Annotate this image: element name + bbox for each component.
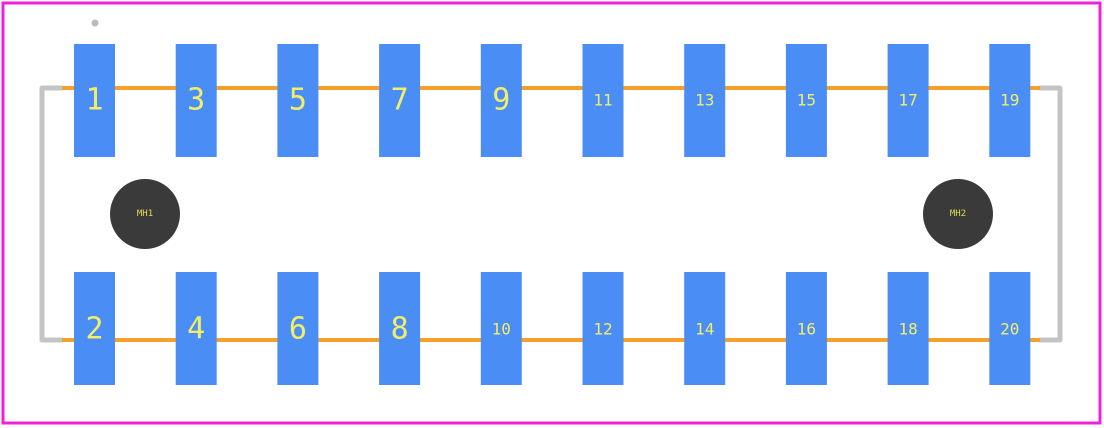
bottom-pad-20: [989, 272, 1031, 385]
bottom-pad-label-18: 18: [898, 320, 917, 339]
mounting-hole-mh1: [110, 179, 180, 249]
top-pad-label-15: 15: [797, 91, 816, 110]
bottom-pad-label-10: 10: [492, 320, 511, 339]
bottom-pad-12: [582, 272, 624, 385]
top-pad-label-13: 13: [695, 91, 714, 110]
bottom-pad-6: [277, 272, 319, 385]
mounting-hole-label-mh2: MH2: [950, 209, 966, 219]
top-pad-label-5: 5: [289, 83, 307, 118]
top-pad-1: [74, 44, 115, 157]
bottom-pad-16: [785, 272, 827, 385]
bottom-pad-label-8: 8: [391, 312, 409, 347]
top-pad-label-17: 17: [898, 91, 917, 110]
top-pad-label-7: 7: [391, 83, 409, 118]
bottom-pad-label-14: 14: [695, 320, 714, 339]
bottom-pad-14: [684, 272, 726, 385]
top-pad-9: [480, 44, 522, 157]
top-pad-label-9: 9: [492, 83, 510, 118]
top-pad-19: [989, 44, 1031, 157]
mounting-holes: MH1 MH2: [110, 179, 993, 249]
bottom-pad-4: [175, 272, 217, 385]
pin1-marker-icon: [91, 19, 99, 27]
mounting-hole-mh2: [923, 179, 993, 249]
bottom-row-pads: 2 4 6 8 10 12 14 16 18 20: [74, 272, 1031, 385]
bottom-pad-label-4: 4: [187, 312, 205, 347]
bottom-pad-8: [379, 272, 421, 385]
bottom-pad-label-12: 12: [593, 320, 612, 339]
body-outline-left: [39, 85, 65, 343]
bottom-pad-label-6: 6: [289, 312, 307, 347]
bottom-pad-label-20: 20: [1000, 320, 1019, 339]
top-pad-7: [379, 44, 421, 157]
top-pad-label-3: 3: [187, 83, 205, 118]
body-outline-right: [1037, 85, 1063, 343]
top-pad-label-1: 1: [85, 83, 103, 118]
top-pad-5: [277, 44, 319, 157]
top-pad-label-19: 19: [1000, 91, 1019, 110]
top-pad-label-11: 11: [593, 91, 612, 110]
bottom-pad-label-16: 16: [797, 320, 816, 339]
bottom-pad-18: [887, 272, 929, 385]
top-pad-17: [887, 44, 929, 157]
mounting-hole-label-mh1: MH1: [137, 209, 153, 219]
top-pad-15: [785, 44, 827, 157]
top-pad-13: [684, 44, 726, 157]
bottom-pad-label-2: 2: [85, 312, 103, 347]
top-pad-11: [582, 44, 624, 157]
top-pad-3: [175, 44, 217, 157]
bottom-pad-2: [74, 272, 115, 385]
bottom-pad-10: [480, 272, 522, 385]
